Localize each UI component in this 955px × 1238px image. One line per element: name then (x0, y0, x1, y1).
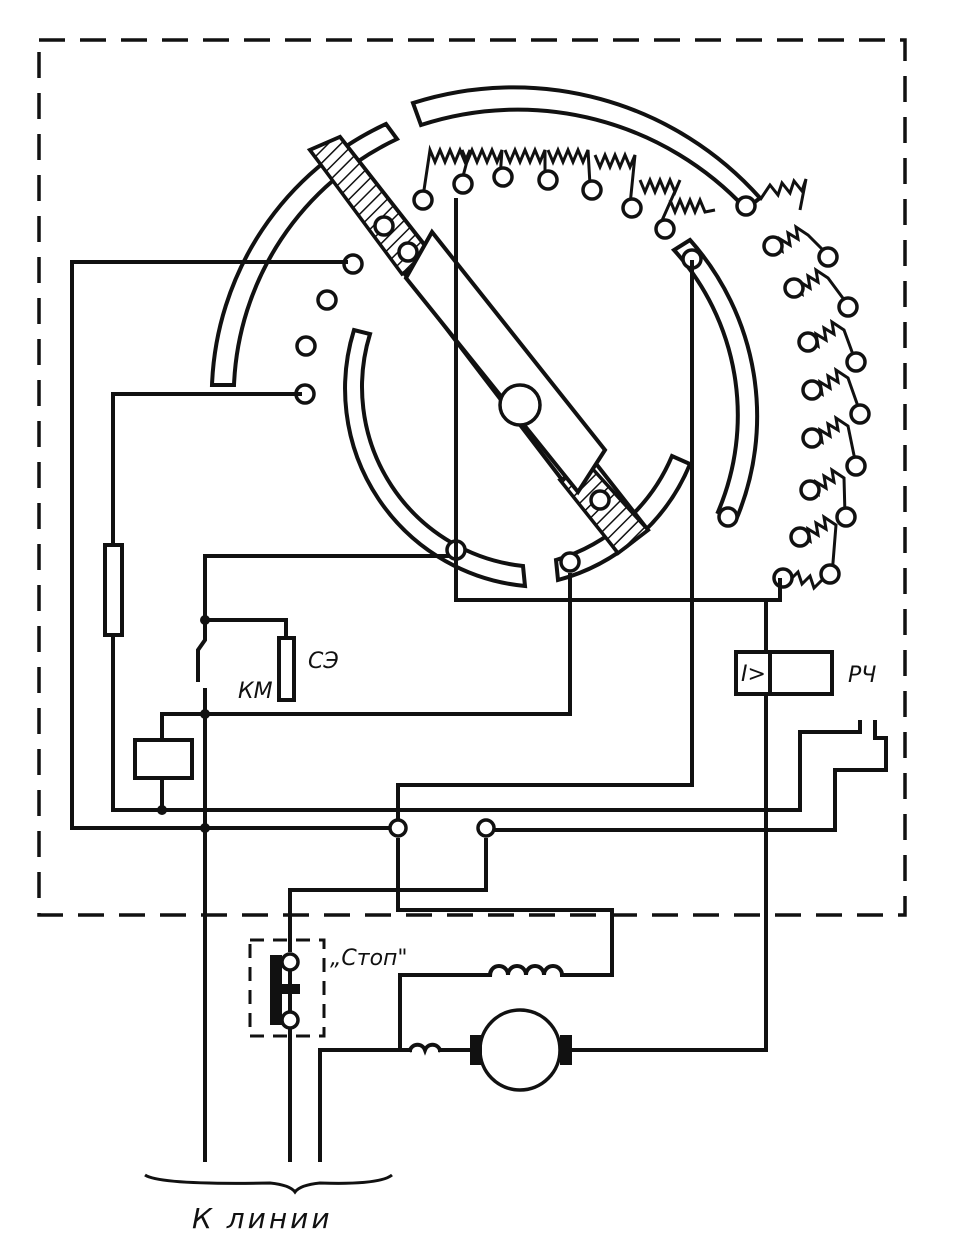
resistor-top-bank (422, 144, 716, 226)
se-resistor (277, 636, 296, 702)
internal-wiring (70, 198, 888, 1162)
resistor-right-bank (758, 177, 862, 591)
series-resistor (103, 543, 124, 637)
drum-terminals (294, 166, 871, 589)
stop-button-box (248, 938, 326, 1038)
controller-enclosure (37, 38, 907, 917)
overcurrent-relay (734, 650, 834, 696)
km-label: КМ (238, 679, 273, 704)
rch-label: РЧ (848, 663, 876, 688)
line-brace (144, 1173, 393, 1195)
relay-symbol: I> (741, 662, 766, 687)
contactor-coil (133, 738, 194, 780)
se-label: СЭ (308, 649, 339, 674)
outer-arc-left (209, 121, 401, 387)
inner-arc-lower (343, 327, 528, 589)
series-field-coil (487, 964, 572, 978)
stop-button (270, 952, 300, 1030)
stop-label: „Стоп" (330, 946, 408, 971)
motor (470, 1008, 572, 1092)
outer-arc-right (670, 237, 760, 523)
line-label: К линии (192, 1202, 333, 1235)
interpole-coil (407, 1042, 443, 1056)
